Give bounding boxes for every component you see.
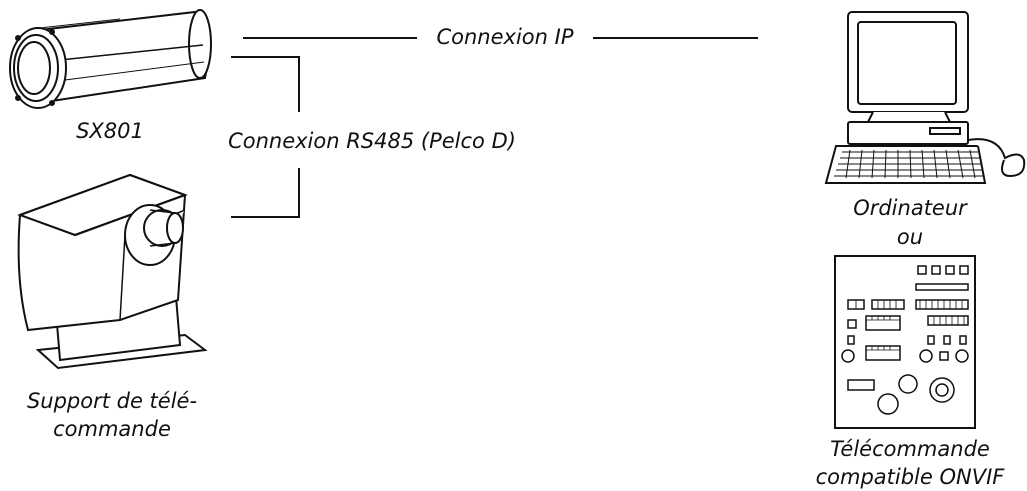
rs485-line-bottom [231,168,300,218]
label-remote-line1: Télécommande [830,437,990,461]
remote-mount-illustration [17,173,208,370]
label-mount-line2: commande [53,417,171,441]
camera-sx801-illustration [9,9,212,109]
onvif-remote-illustration [834,255,976,429]
label-remote-line2: compatible ONVIF [815,465,1005,489]
connection-lines [231,37,758,218]
rs485-line-top [231,56,300,112]
label-rs485-connection: Connexion RS485 (Pelco D) [228,129,516,153]
label-camera: SX801 [76,119,144,143]
computer-illustration [824,11,1026,184]
label-ip-connection: Connexion IP [436,25,574,49]
label-or: ou [896,225,924,249]
label-computer: Ordinateur [853,196,967,220]
label-mount-line1: Support de télé- [26,389,198,413]
